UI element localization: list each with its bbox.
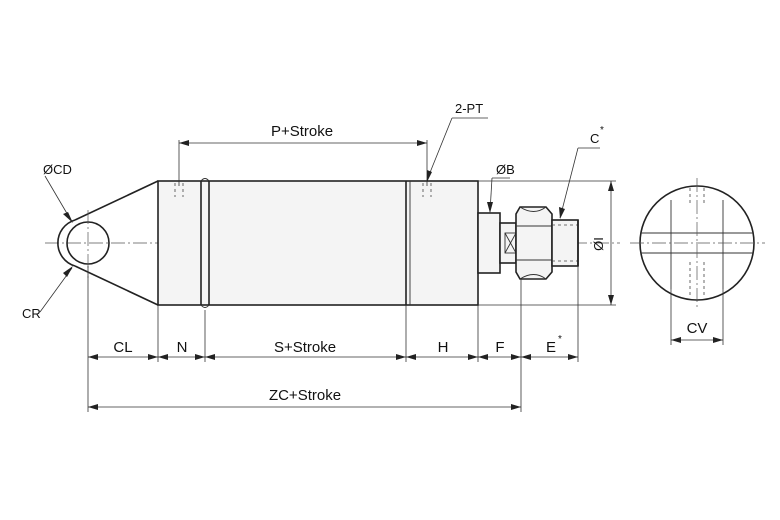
extension-lines — [87, 266, 579, 412]
label-cl: CL — [113, 339, 132, 356]
label-i-diameter: ØI — [591, 237, 606, 251]
dim-zc-stroke — [88, 404, 521, 410]
dim-cv — [670, 289, 724, 345]
label-n: N — [177, 339, 188, 356]
label-c: C — [590, 131, 599, 146]
label-s-stroke: S+Stroke — [274, 339, 336, 356]
label-zc-stroke: ZC+Stroke — [269, 387, 341, 404]
label-cr: CR — [22, 306, 41, 321]
dim-p-stroke — [178, 140, 428, 186]
label-p-stroke: P+Stroke — [271, 123, 333, 140]
label-b-diameter: ØB — [496, 162, 515, 177]
label-e: E — [546, 339, 556, 356]
cylinder-barrel — [157, 178, 479, 308]
dim-chain — [88, 354, 578, 360]
label-cd-diameter: ØCD — [43, 162, 72, 177]
label-2-pt: 2-PT — [455, 101, 483, 116]
rod-thread — [551, 219, 579, 267]
label-c-mark: * — [600, 125, 604, 136]
rod-gland — [477, 212, 517, 274]
dim-i-diameter — [478, 180, 616, 306]
label-e-mark: * — [558, 334, 562, 345]
label-f: F — [495, 339, 504, 356]
label-cv: CV — [687, 320, 708, 337]
hex-nut — [515, 206, 553, 280]
rear-clevis — [57, 180, 159, 306]
end-view — [630, 178, 765, 308]
label-h: H — [438, 339, 449, 356]
